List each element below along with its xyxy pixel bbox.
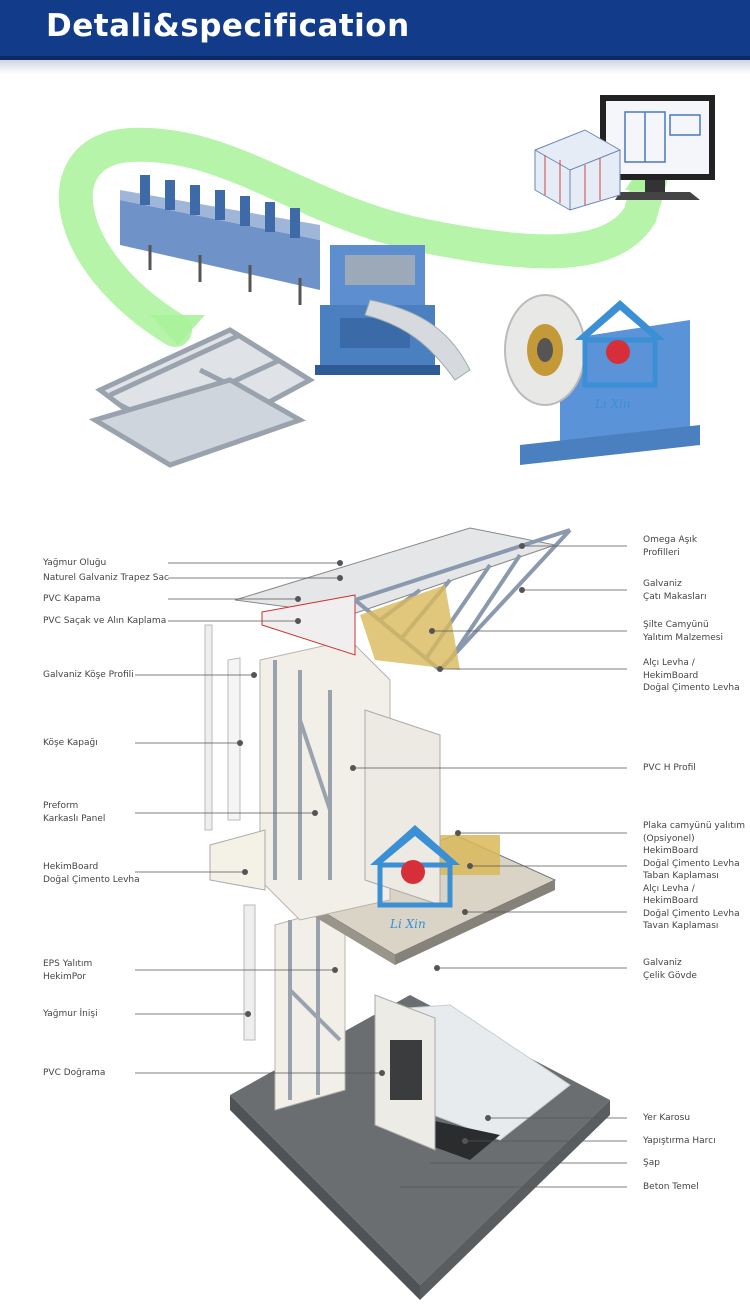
label-pvc-sacak: PVC Saçak ve Alın Kaplama (43, 616, 167, 626)
3d-structure-model (534, 129, 621, 211)
label-plaka-camyunu: Plaka camyünü yalıtım(Opsiyonel)HekimBoa… (643, 821, 746, 931)
roll-forming-machine (120, 175, 320, 305)
leader-dots-left (237, 560, 385, 1076)
label-kose-kapagi: Köşe Kapağı (43, 738, 98, 748)
upper-walls (204, 624, 441, 921)
leader-dots-right (350, 543, 525, 1144)
roof (234, 527, 572, 672)
leader-lines-left (135, 562, 382, 1074)
label-pvc-h-profil: PVC H Profil (643, 763, 696, 773)
steel-frames (88, 327, 315, 468)
screed-layer (415, 1120, 500, 1160)
brand-logo-text-mid: Li Xin (389, 917, 426, 931)
label-trapez-sac: Naturel Galvaniz Trapez Sac (43, 573, 169, 583)
label-beton-temel: Beton Temel (643, 1182, 699, 1192)
floor-tiles (379, 1004, 571, 1141)
label-yagmur-olugu: Yağmur Oluğu (43, 558, 107, 568)
label-kose-profili: Galvaniz Köşe Profili (43, 670, 134, 680)
label-pvc-dograma: PVC Doğrama (43, 1068, 106, 1078)
label-sap: Şap (643, 1158, 660, 1168)
computer-monitor (600, 95, 715, 200)
header-shadow (0, 60, 750, 74)
label-yer-karosu: Yer Karosu (643, 1113, 691, 1123)
cutting-machine (315, 245, 471, 381)
label-pvc-kapama: PVC Kapama (43, 594, 101, 604)
label-yagmur-inisi: Yağmur İnişi (43, 1009, 98, 1019)
header-banner: Detali&specification (0, 0, 750, 60)
leader-lines-right (353, 545, 627, 1188)
label-yapistirma-harci: Yapıştırma Harcı (643, 1136, 716, 1146)
brand-logo-top: Li Xin (575, 300, 665, 411)
process-arrow (58, 127, 667, 347)
door-panel (374, 994, 436, 1151)
floor-slab (293, 834, 557, 965)
arrow-head-down (150, 315, 205, 345)
wall-panel-right (364, 709, 441, 906)
lower-walls (243, 904, 436, 1151)
brand-logo-text-top: Li Xin (594, 397, 631, 411)
production-line-illustration: Li Xin (58, 95, 715, 468)
brand-logo-mid: Li Xin (370, 825, 460, 931)
page-title: Detali&specification (46, 8, 410, 44)
concrete-foundation (230, 995, 610, 1285)
